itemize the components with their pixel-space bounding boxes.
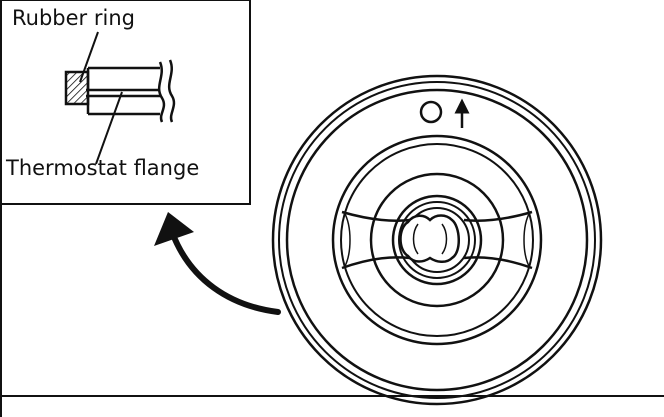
thermostat-hub bbox=[399, 214, 460, 263]
thermostat-bridge bbox=[341, 210, 533, 270]
rubber-ring-hatch bbox=[64, 70, 90, 106]
curved-arrow bbox=[169, 229, 281, 315]
thermostat-top-view bbox=[271, 74, 603, 406]
rubber-ring-leader bbox=[79, 31, 99, 83]
thermostat-flange-lines bbox=[86, 66, 160, 116]
thermostat-flange-label: Thermostat flange bbox=[6, 156, 200, 180]
rubber-ring-label: Rubber ring bbox=[12, 6, 135, 30]
curved-arrow-head bbox=[154, 212, 194, 246]
leader-lines bbox=[79, 31, 123, 165]
break-lines bbox=[157, 59, 176, 123]
rubber-ring-cross-section bbox=[64, 59, 176, 123]
flange-leader bbox=[95, 91, 123, 165]
detail-inset-box bbox=[0, 0, 251, 205]
jiggle-valve bbox=[419, 100, 443, 124]
